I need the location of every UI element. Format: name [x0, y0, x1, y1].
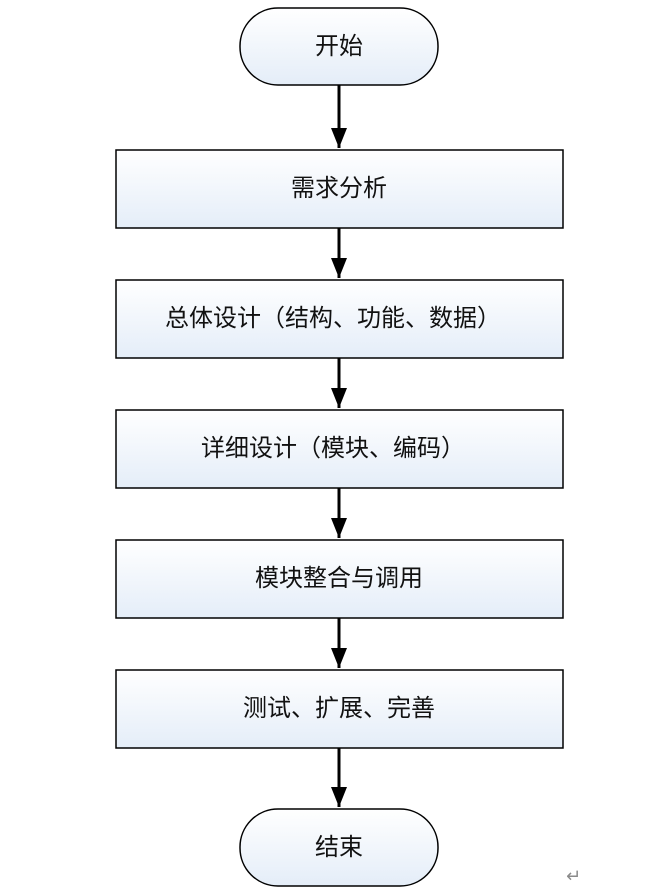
arrowhead-5 [331, 648, 347, 668]
step3-box [115, 409, 564, 489]
arrowhead-1 [331, 128, 347, 148]
end-terminal: 结束 [239, 808, 439, 887]
step1-label: 需求分析 [291, 174, 387, 202]
step-detailed-design: 详细设计（模块、编码） [115, 409, 564, 489]
step2-label: 总体设计（结构、功能、数据） [165, 304, 501, 332]
step5-label: 测试、扩展、完善 [243, 694, 435, 722]
end-shape [239, 808, 439, 887]
arrowhead-4 [331, 518, 347, 538]
step4-label: 模块整合与调用 [255, 564, 423, 592]
step-requirements-analysis: 需求分析 [115, 149, 564, 229]
arrowhead-6 [331, 787, 347, 807]
start-label: 开始 [315, 32, 363, 60]
paragraph-return-icon: ↵ [566, 866, 582, 887]
arrowhead-3 [331, 388, 347, 408]
step4-box [115, 539, 564, 619]
step1-box [115, 149, 564, 229]
arrowhead-2 [331, 258, 347, 278]
start-terminal: 开始 [239, 7, 439, 86]
step3-label: 详细设计（模块、编码） [201, 434, 465, 462]
step-module-integration: 模块整合与调用 [115, 539, 564, 619]
step5-box [115, 669, 564, 749]
end-label: 结束 [315, 833, 363, 861]
step-overall-design: 总体设计（结构、功能、数据） [115, 279, 564, 359]
step-testing: 测试、扩展、完善 [115, 669, 564, 749]
